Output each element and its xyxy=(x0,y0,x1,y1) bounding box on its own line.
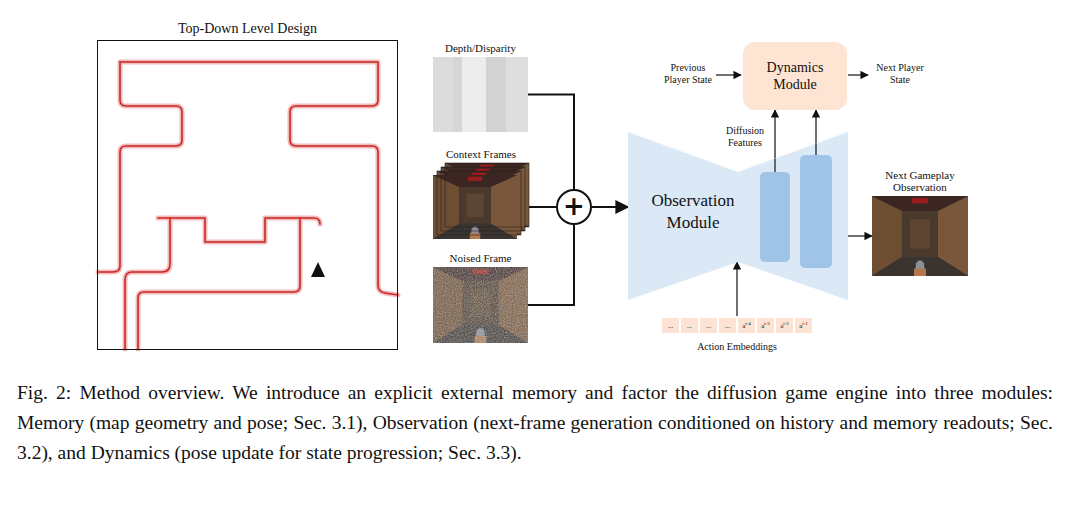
token-symbol: ... xyxy=(687,322,692,330)
node-label: Action Embeddings xyxy=(650,341,824,353)
sum-node: + xyxy=(556,189,592,225)
panel-caption: Depth/Disparity xyxy=(413,42,548,54)
map-panel: Top-Down Level Design xyxy=(97,40,398,350)
connector xyxy=(528,95,574,190)
connector xyxy=(529,206,556,208)
token-superscript: t-2 xyxy=(783,320,789,328)
context-frames: Context Frames xyxy=(433,163,529,239)
connector xyxy=(848,235,872,236)
node-label: Dynamics Module xyxy=(753,59,837,93)
action-token: at-1 xyxy=(795,318,812,333)
token-superscript: t-1 xyxy=(802,320,808,328)
annotation-label: Previous Player State xyxy=(658,62,718,86)
noised-frame: Noised Frame xyxy=(433,267,528,343)
token-superscript: t-4 xyxy=(745,320,751,328)
token-superscript: t-3 xyxy=(764,320,770,328)
connector xyxy=(815,110,816,144)
panel-caption: Noised Frame xyxy=(413,252,548,264)
panel-caption: Top-Down Level Design xyxy=(78,21,417,37)
dynamics-module: Dynamics Module xyxy=(743,42,847,110)
node-label: Observation Module xyxy=(636,190,750,234)
observation-module: Observation Module xyxy=(628,132,848,300)
annotation-label: Diffusion Features xyxy=(716,125,774,149)
annotation-label: Next Player State xyxy=(869,62,931,86)
token-symbol: a xyxy=(799,322,802,330)
panel-caption: Next Gameplay Observation xyxy=(872,169,968,193)
figure-caption: Fig. 2: Method overview. We introduce an… xyxy=(17,378,1053,468)
action-token: at-2 xyxy=(776,318,793,333)
connector xyxy=(774,110,775,159)
depth-image: Depth/Disparity xyxy=(433,57,528,132)
connector xyxy=(592,206,628,208)
connector xyxy=(528,225,574,305)
connector xyxy=(736,262,737,316)
token-symbol: a xyxy=(761,322,764,330)
token-symbol: ... xyxy=(668,322,673,330)
token-symbol: a xyxy=(780,322,783,330)
token-symbol: ... xyxy=(725,322,730,330)
token-symbol: ... xyxy=(706,322,711,330)
panel-caption: Context Frames xyxy=(413,148,549,160)
action-token: ... xyxy=(700,318,717,333)
action-embeddings: Action Embeddings............at-4at-3at-… xyxy=(660,316,814,354)
action-token: at-4 xyxy=(738,318,755,333)
action-token: ... xyxy=(662,318,679,333)
action-token: ... xyxy=(719,318,736,333)
token-symbol: a xyxy=(742,322,745,330)
action-token: ... xyxy=(681,318,698,333)
node-label: + xyxy=(563,193,585,219)
next-frame: Next Gameplay Observation xyxy=(872,196,968,276)
action-token: at-3 xyxy=(757,318,774,333)
